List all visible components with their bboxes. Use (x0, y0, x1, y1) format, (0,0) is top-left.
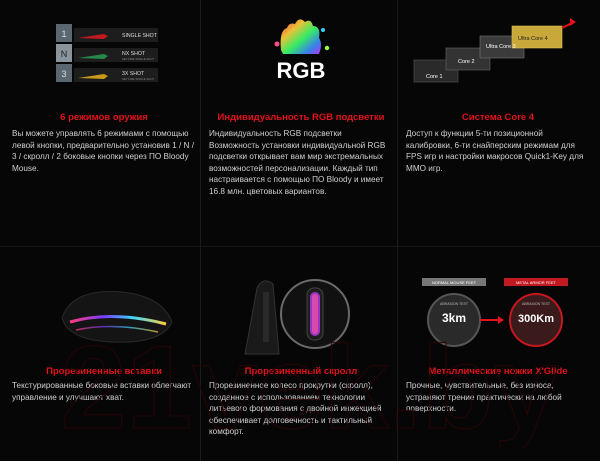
mode-nx-sub: SET FIRE SINGLE SHOT (122, 57, 154, 61)
xglide-feet-icon: NORMAL MOUSE FEET METAL ARMOR FEET ABRAS… (422, 278, 568, 347)
core-chip-2: Core 2 (458, 59, 475, 65)
mouse-side-icon (61, 291, 173, 343)
mode-single-shot: SINGLE SHOT (122, 33, 158, 39)
mode-3x-sub: SET FIRE SINGLE SHOT (122, 77, 154, 81)
row-divider (0, 246, 600, 247)
feature-title: Металлические ножки X'Glide (428, 366, 568, 377)
feature-description: Прочные, чувствительные, без износа, уст… (406, 381, 562, 414)
mode-3x-shot: 3X SHOT (122, 71, 145, 77)
mode-nx-shot: NX SHOT (122, 51, 146, 57)
feature-title: 6 режимов оружия (60, 112, 148, 123)
feature-rubber-scroll: Прорезиненный скролл Прорезиненное колес… (209, 258, 393, 458)
rgb-hand-icon: RGB (274, 19, 330, 83)
core-chip-4: Ultra Core 4 (518, 36, 548, 42)
feature-title: Прорезиненные вставки (46, 366, 162, 377)
feature-xglide-feet: NORMAL MOUSE FEET METAL ARMOR FEET ABRAS… (406, 258, 590, 458)
feature-rgb-lighting: RGB Индивидуальность RGB подсветки Индив… (209, 0, 393, 240)
watermark-text: 21vek.by (61, 322, 560, 448)
feature-core-4: Core 1 Core 2 Ultra Core 3 Ultra Core 4 … (406, 0, 590, 240)
feature-description: Текстурированные боковые вставки облегча… (12, 381, 192, 402)
column-divider (397, 0, 398, 461)
feature-weapon-modes: 1 N 3 SINGLE SHOT NX SHOT SET FIRE SINGL… (12, 0, 196, 240)
normal-feet-sub: ABRASION TEST (440, 302, 469, 306)
feature-description: Индивидуальность RGB подсветки Возможнос… (209, 129, 386, 196)
weapon-modes-icon: 1 N 3 SINGLE SHOT NX SHOT SET FIRE SINGL… (56, 24, 158, 82)
weapon-key-3: 3 (61, 69, 66, 79)
column-divider (200, 0, 201, 461)
weapon-key-1: 1 (61, 29, 66, 39)
feature-title: Прорезиненный скролл (244, 366, 358, 377)
core-chip-1: Core 1 (426, 74, 443, 80)
feature-title: Система Core 4 (461, 112, 535, 123)
feature-rubber-inserts: Прорезиненные вставки Текстурированные б… (12, 258, 196, 458)
weapon-key-n: N (61, 49, 68, 59)
normal-feet-value: 3km (442, 311, 466, 325)
metal-feet-sub: ABRASION TEST (522, 302, 551, 306)
core-chip-3: Ultra Core 3 (486, 44, 516, 50)
site-watermark: 21vek.by (60, 321, 560, 448)
feature-description: Вы можете управлять 6 режимами с помощью… (12, 129, 194, 173)
feature-title: Индивидуальность RGB подсветки (217, 112, 385, 123)
scroll-wheel-icon (244, 279, 350, 355)
normal-feet-label: NORMAL MOUSE FEET (432, 280, 477, 285)
feature-description: Доступ к функции 5-ти позиционной калибр… (406, 129, 584, 173)
rgb-label: RGB (277, 58, 326, 83)
metal-feet-label: METAL ARMOR FEET (516, 280, 557, 285)
metal-feet-value: 300Km (518, 313, 554, 325)
core-chips-icon: Core 1 Core 2 Ultra Core 3 Ultra Core 4 (413, 18, 576, 83)
feature-description: Прорезиненное колесо прокрутки (скролл),… (209, 381, 382, 437)
